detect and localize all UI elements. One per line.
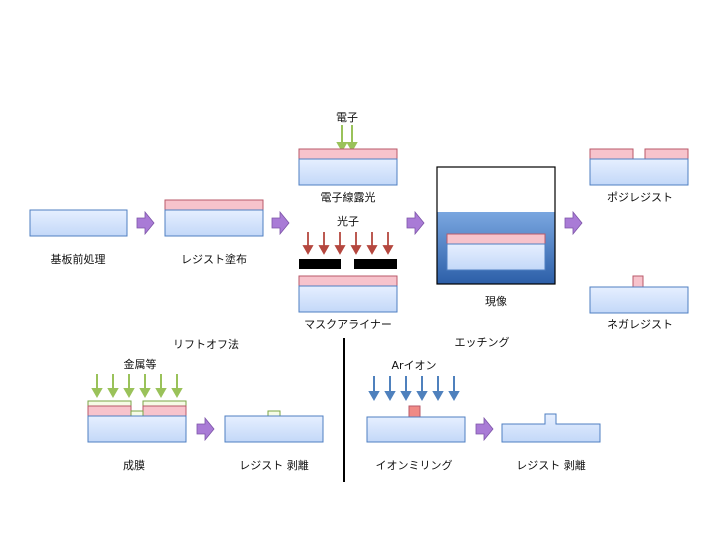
metal-pattern [267,410,281,417]
label-resist-coat: レジスト塗布 [181,252,247,266]
ion-arrow-icon [368,376,460,402]
label-ebeam: 電子線露光 [321,190,376,204]
step-ion-milling: Arイオン イオンミリング [366,359,466,472]
resist-mask-dot [408,405,421,418]
substrate [589,286,689,314]
substrate [298,285,398,313]
resist-layer [298,275,398,287]
metal-arrow-icon [91,374,183,399]
metal-film-gap [130,410,144,417]
label-ion-milling: イオンミリング [376,458,453,472]
substrate [29,209,128,237]
label-etching: エッチング [455,335,510,349]
electron-arrow-icon [336,125,358,153]
label-aligner: マスクアライナー [304,318,392,331]
substrate [87,415,187,443]
resist-layer-right [644,148,689,160]
label-electron: 電子 [336,111,358,124]
metal-film-left [87,400,132,407]
substrate [224,415,324,443]
process-arrow-icon [406,210,425,236]
substrate [589,158,689,186]
label-metal: 金属等 [124,357,157,371]
step-mask-aligner: 光子 マスクアライナー [298,214,398,331]
label-film: 成膜 [123,459,145,472]
label-liftoff: リフトオフ法 [173,337,239,351]
etched-substrate [501,413,601,443]
process-arrow-icon [475,416,494,442]
resist-layer [446,233,546,245]
label-strip-b: レジスト 剥離 [516,458,586,472]
label-develop: 現像 [485,295,507,308]
photo-mask-left [299,259,341,269]
process-arrow-icon [196,416,215,442]
step-ebeam-exposure: 電子 電子線露光 [298,111,398,204]
substrate [366,416,466,443]
metal-film-right [142,400,187,407]
resist-dot [632,275,644,288]
step-pretreatment: 基板前処理 [29,209,128,266]
label-ar-ion: Arイオン [391,359,436,372]
label-negative: ネガレジスト [607,318,673,331]
label-strip-a: レジスト 剥離 [239,458,309,472]
step-etch-strip: レジスト 剥離 [501,413,601,472]
process-arrow-icon [564,210,583,236]
resist-layer-left [589,148,634,160]
developer-tank [436,166,556,285]
resist-layer [164,199,264,211]
step-film-deposition: 金属等 成膜 [87,357,187,472]
substrate [298,158,398,186]
resist-layer-left [87,405,132,417]
label-photon: 光子 [337,214,359,228]
result-positive: ポジレジスト [589,148,689,204]
result-negative: ネガレジスト [589,275,689,331]
photon-arrow-icon [302,232,394,255]
resist-layer-right [142,405,187,417]
process-arrow-icon [271,210,290,236]
substrate [446,243,546,271]
step-liftoff-strip: レジスト 剥離 [224,410,324,472]
step-develop: 現像 [436,166,556,308]
process-arrow-icon [136,210,155,236]
label-positive: ポジレジスト [607,191,673,204]
resist-layer [298,148,398,160]
substrate [164,209,264,237]
photo-mask-right [354,259,397,269]
step-resist-coat: レジスト塗布 [164,199,264,266]
label-pretreatment: 基板前処理 [51,252,106,266]
